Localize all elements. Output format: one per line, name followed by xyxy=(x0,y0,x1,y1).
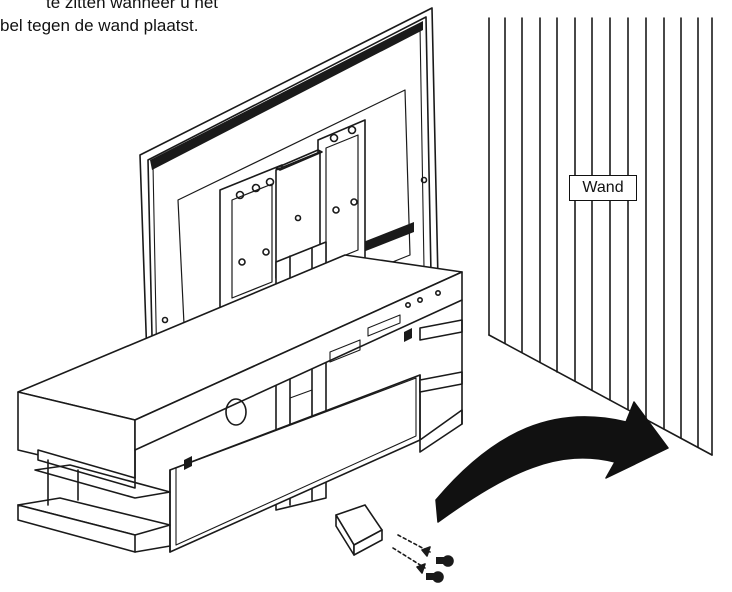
tv-cabinet xyxy=(17,254,463,553)
rotate-arrow xyxy=(435,401,669,523)
wall-label: Wand xyxy=(569,175,637,201)
caption-line-2: bel tegen de wand plaatst. xyxy=(0,16,199,35)
wall xyxy=(488,17,713,456)
screws xyxy=(392,534,454,583)
instruction-caption: te zitten wanneer u het bel tegen de wan… xyxy=(0,0,320,37)
caption-line-1: te zitten wanneer u het xyxy=(46,0,219,12)
wall-bracket xyxy=(335,504,383,556)
